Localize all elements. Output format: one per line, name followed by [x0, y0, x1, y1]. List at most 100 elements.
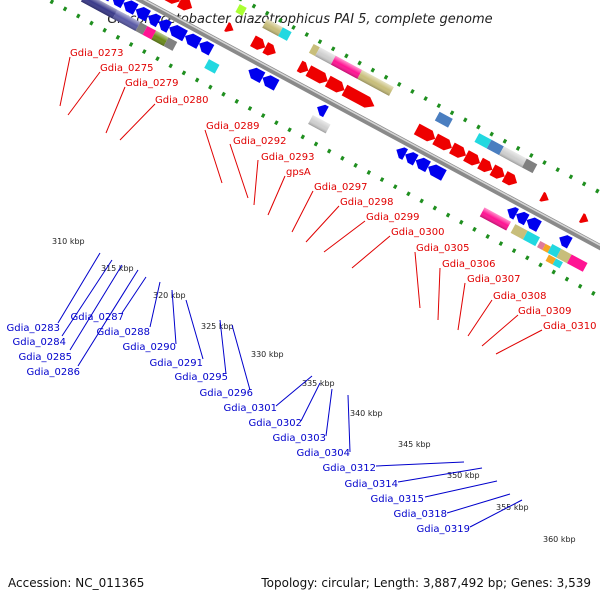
- kbp-label: 330 kbp: [251, 350, 284, 359]
- gene-label: Gdia_0293: [261, 152, 314, 163]
- cog-box: [542, 243, 551, 253]
- cog-box: [434, 111, 453, 128]
- gene-label: Gdia_0296: [200, 388, 253, 399]
- kbp-label: 355 kbp: [496, 503, 529, 512]
- cog-box: [330, 55, 363, 79]
- cog-box: [308, 43, 320, 57]
- gene-arrow-forward: [489, 164, 505, 179]
- kbp-label: 350 kbp: [447, 471, 480, 480]
- cog-box: [521, 158, 538, 174]
- gene-arrow-forward: [578, 213, 589, 223]
- gene-arrow-reverse: [111, 0, 127, 9]
- gene-arrow-forward: [250, 35, 266, 50]
- accession-text: Accession: NC_011365: [8, 576, 144, 590]
- cog-box: [499, 146, 527, 168]
- gene-label: Gdia_0297: [314, 182, 367, 193]
- gene-arrow-reverse: [507, 207, 519, 220]
- kbp-label: 340 kbp: [350, 409, 383, 418]
- cog-box: [510, 224, 528, 240]
- cog-box: [151, 30, 169, 47]
- gene-arrow-reverse: [317, 104, 329, 118]
- gene-label: Gdia_0308: [493, 291, 546, 302]
- cog-box: [262, 18, 283, 37]
- cog-box: [566, 254, 588, 272]
- gene-arrow-forward: [477, 157, 493, 173]
- gene-label: Gdia_0318: [394, 509, 447, 520]
- gene-label: Gdia_0298: [340, 197, 393, 208]
- kbp-label: 360 kbp: [543, 535, 576, 544]
- gene-arrow-reverse: [526, 217, 542, 232]
- cog-box: [545, 254, 556, 265]
- gene-label: Gdia_0300: [391, 227, 444, 238]
- gene-arrow-forward: [449, 142, 466, 158]
- cog-box: [135, 22, 148, 35]
- gene-label: gpsA: [286, 167, 311, 178]
- gene-arrow-forward: [463, 150, 481, 166]
- gene-label: Gdia_0301: [224, 403, 277, 414]
- gene-arrow-reverse: [415, 157, 431, 173]
- gene-arrow-reverse: [262, 75, 280, 91]
- kbp-label: 325 kbp: [201, 322, 234, 331]
- map-title: Gluconacetobacter diazotrophicus PAI 5, …: [107, 12, 492, 27]
- gene-arrow-reverse: [248, 67, 266, 84]
- gene-label: Gdia_0283: [7, 323, 60, 334]
- gene-arrow-forward: [262, 42, 276, 56]
- gene-label: Gdia_0310: [543, 321, 596, 332]
- gene-arrow-reverse: [516, 211, 530, 226]
- cog-box: [522, 230, 541, 247]
- gene-arrow-reverse: [148, 13, 162, 28]
- gene-arrow-reverse: [199, 41, 215, 56]
- gene-arrow-forward: [176, 0, 193, 11]
- kbp-label: 345 kbp: [398, 440, 431, 449]
- gene-label: Gdia_0302: [249, 418, 302, 429]
- gene-label: Gdia_0312: [323, 463, 376, 474]
- gene-arrow-reverse: [123, 0, 139, 15]
- gene-label: Gdia_0303: [273, 433, 326, 444]
- genome-band: [9, 0, 600, 342]
- cog-box: [479, 207, 511, 231]
- cog-box: [204, 59, 220, 74]
- forward-gene-labels: Gdia_0273 Gdia_0275 Gdia_0279 Gdia_0280 …: [59, 48, 596, 355]
- gene-arrow-forward: [501, 171, 518, 186]
- gene-label: Gdia_0291: [150, 358, 203, 369]
- gene-arrow-reverse: [169, 25, 188, 42]
- cog-box: [235, 4, 247, 16]
- gene-label: Gdia_0295: [175, 372, 228, 383]
- gene-arrow-reverse: [135, 7, 151, 22]
- gene-label: Gdia_0279: [125, 78, 178, 89]
- gene-arrow-forward: [413, 123, 436, 142]
- gene-arrow-forward: [324, 75, 345, 93]
- gene-arrow-reverse: [396, 147, 408, 160]
- gene-label: Gdia_0307: [467, 274, 520, 285]
- gene-label: Gdia_0299: [366, 212, 419, 223]
- gene-label: Gdia_0304: [297, 448, 350, 459]
- cog-box: [80, 0, 118, 19]
- topology-text: Topology: circular; Length: 3,887,492 bp…: [260, 576, 591, 590]
- cog-box: [474, 133, 492, 149]
- gene-label: Gdia_0319: [417, 524, 470, 535]
- cog-box: [552, 258, 563, 269]
- gene-label: Gdia_0285: [19, 352, 72, 363]
- gene-label: Gdia_0287: [71, 312, 124, 323]
- gene-arrow-forward: [305, 65, 328, 84]
- gene-label: Gdia_0275: [100, 63, 153, 74]
- gene-arrow-forward: [539, 191, 549, 202]
- kbp-label: 335 kbp: [302, 379, 335, 388]
- gene-arrow-reverse: [185, 33, 202, 49]
- cog-box: [315, 47, 336, 65]
- cog-box: [278, 27, 292, 41]
- gene-label: Gdia_0305: [416, 243, 469, 254]
- kbp-label: 320 kbp: [153, 291, 186, 300]
- gene-label: Gdia_0284: [13, 337, 66, 348]
- gene-arrow-forward: [224, 22, 234, 32]
- gene-label: Gdia_0306: [442, 259, 495, 270]
- gene-label: Gdia_0315: [371, 494, 424, 505]
- backbone-line: [28, 0, 600, 305]
- gene-label: Gdia_0292: [233, 136, 286, 147]
- cog-box: [163, 37, 178, 51]
- cog-box: [308, 115, 331, 134]
- gene-arrow-reverse: [559, 235, 573, 249]
- gene-label: Gdia_0289: [206, 121, 259, 132]
